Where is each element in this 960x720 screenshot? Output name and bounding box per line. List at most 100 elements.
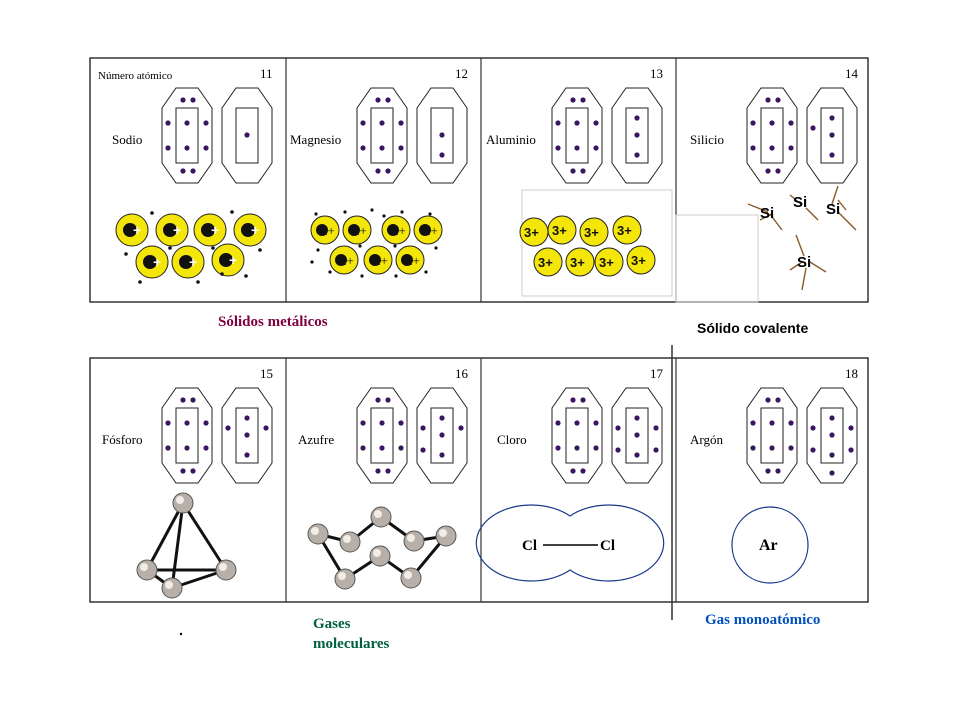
magnesio-ion-charge: 2+ — [321, 223, 335, 238]
free-electron — [400, 210, 404, 214]
aluminio-lattice-box — [521, 189, 673, 297]
cell-18-number: 18 — [845, 366, 858, 381]
aluminio-ion: 3+ — [594, 247, 624, 277]
sodio-ion-charge: + — [153, 254, 161, 270]
sodio-ion: + — [193, 213, 227, 247]
sodio-ion-charge: + — [189, 254, 197, 270]
sulfur-atom — [339, 531, 361, 553]
electron-shell-diagrams — [161, 87, 858, 484]
aluminio-ion-charge: 3+ — [524, 225, 539, 240]
sodio-ion-charge: + — [211, 222, 219, 238]
free-electron — [393, 244, 397, 248]
free-electron — [168, 246, 172, 250]
free-electron — [394, 274, 398, 278]
free-electron — [343, 210, 347, 214]
magnesio-ion-charge: 2+ — [353, 223, 367, 238]
sulfur-atom — [369, 545, 391, 567]
free-electron — [124, 252, 128, 256]
free-electron — [138, 280, 142, 284]
phosphorus-atom — [161, 577, 183, 599]
free-electron — [220, 272, 224, 276]
sodio-ion: + — [155, 213, 189, 247]
cell-13-name: Aluminio — [486, 132, 536, 147]
sodio-ion: + — [171, 245, 205, 279]
sulfur-atom — [435, 525, 457, 547]
free-electron — [150, 211, 154, 215]
cell-15-name: Fósforo — [102, 432, 142, 447]
sodio-ion-charge: + — [133, 222, 141, 238]
shell-diagram-16 — [356, 387, 468, 484]
silicio-atom: Si — [793, 194, 807, 211]
molecular-gases-label-line1: Gases — [313, 616, 351, 632]
azufre-s8-molecule — [307, 506, 457, 590]
magnesio-ion-charge: 2+ — [340, 253, 354, 268]
aluminio-ion-charge: 3+ — [538, 255, 553, 270]
silicio-atom: Si — [760, 205, 774, 222]
aluminio-ion-charge: 3+ — [631, 253, 646, 268]
bottom-row-frame — [89, 357, 869, 603]
free-electron — [370, 208, 374, 212]
fosforo-p4-molecule — [136, 492, 237, 599]
magnesio-ion-charge: 2+ — [392, 223, 406, 238]
metallic-solids-label: Sólidos metálicos — [218, 314, 328, 330]
sodio-ion: + — [233, 213, 267, 247]
cell-16-number: 16 — [455, 366, 469, 381]
magnesio-ion-charge: 2+ — [424, 223, 438, 238]
aluminio-ion: 3+ — [519, 217, 549, 247]
magnesio-ion-lattice: 2+2+2+2+2+2+2+ — [310, 208, 443, 278]
magnesio-ion-charge: 2+ — [406, 253, 420, 268]
free-electron — [434, 246, 438, 250]
magnesio-ion: 2+ — [395, 245, 425, 275]
argon-electron-cloud — [731, 506, 809, 584]
free-electron — [211, 246, 215, 250]
free-electron — [244, 274, 248, 278]
aluminio-ion: 3+ — [579, 217, 609, 247]
cell-18-name: Argón — [690, 432, 723, 447]
cell-14-name: Silicio — [690, 132, 724, 147]
cloro-cl2-molecule: Cl Cl — [475, 504, 665, 582]
sodio-ion-charge: + — [173, 222, 181, 238]
cell-17-number: 17 — [650, 366, 664, 381]
sodio-ion: + — [115, 213, 149, 247]
free-electron — [230, 210, 234, 214]
sulfur-atom — [400, 567, 422, 589]
free-electron — [382, 214, 386, 218]
free-electron — [360, 274, 364, 278]
magnesio-ion: 2+ — [310, 215, 340, 245]
cell-12-number: 12 — [455, 66, 468, 81]
free-electron — [310, 260, 314, 264]
cell-13-number: 13 — [650, 66, 663, 81]
magnesio-ion: 2+ — [329, 245, 359, 275]
shell-diagram-12 — [356, 87, 468, 184]
aluminio-ion-charge: 3+ — [617, 223, 632, 238]
magnesio-ion: 2+ — [413, 215, 443, 245]
covalent-solid-label: Sólido covalente — [697, 320, 808, 336]
aluminio-ion: 3+ — [565, 247, 595, 277]
phosphorus-atom — [215, 559, 237, 581]
top-row-frame — [89, 57, 869, 303]
argon-symbol: Ar — [759, 537, 778, 554]
free-electron — [428, 212, 432, 216]
cloro-atom-left: Cl — [522, 538, 537, 554]
aluminio-ion-charge: 3+ — [584, 225, 599, 240]
shell-diagram-11 — [161, 87, 273, 184]
sulfur-atom — [370, 506, 392, 528]
aluminio-ion: 3+ — [533, 247, 563, 277]
free-electron — [258, 248, 262, 252]
stray-dot — [179, 632, 183, 636]
cloro-electron-cloud — [475, 504, 665, 582]
cell-11-name: Sodio — [112, 132, 142, 147]
magnesio-ion-charge: 2+ — [374, 253, 388, 268]
phosphorus-atom — [136, 559, 158, 581]
free-electron — [316, 248, 320, 252]
silicio-lattice-box — [675, 214, 759, 303]
cell-14-number: 14 — [845, 66, 859, 81]
sodio-ion: + — [211, 243, 245, 277]
sodio-ion-charge: + — [251, 222, 259, 238]
sodio-ion-lattice: + + + + + + + — [115, 210, 267, 284]
sulfur-atom — [403, 530, 425, 552]
atomic-number-label: Número atómico — [98, 70, 173, 82]
cell-16-name: Azufre — [298, 432, 334, 447]
sulfur-atom — [334, 568, 356, 590]
